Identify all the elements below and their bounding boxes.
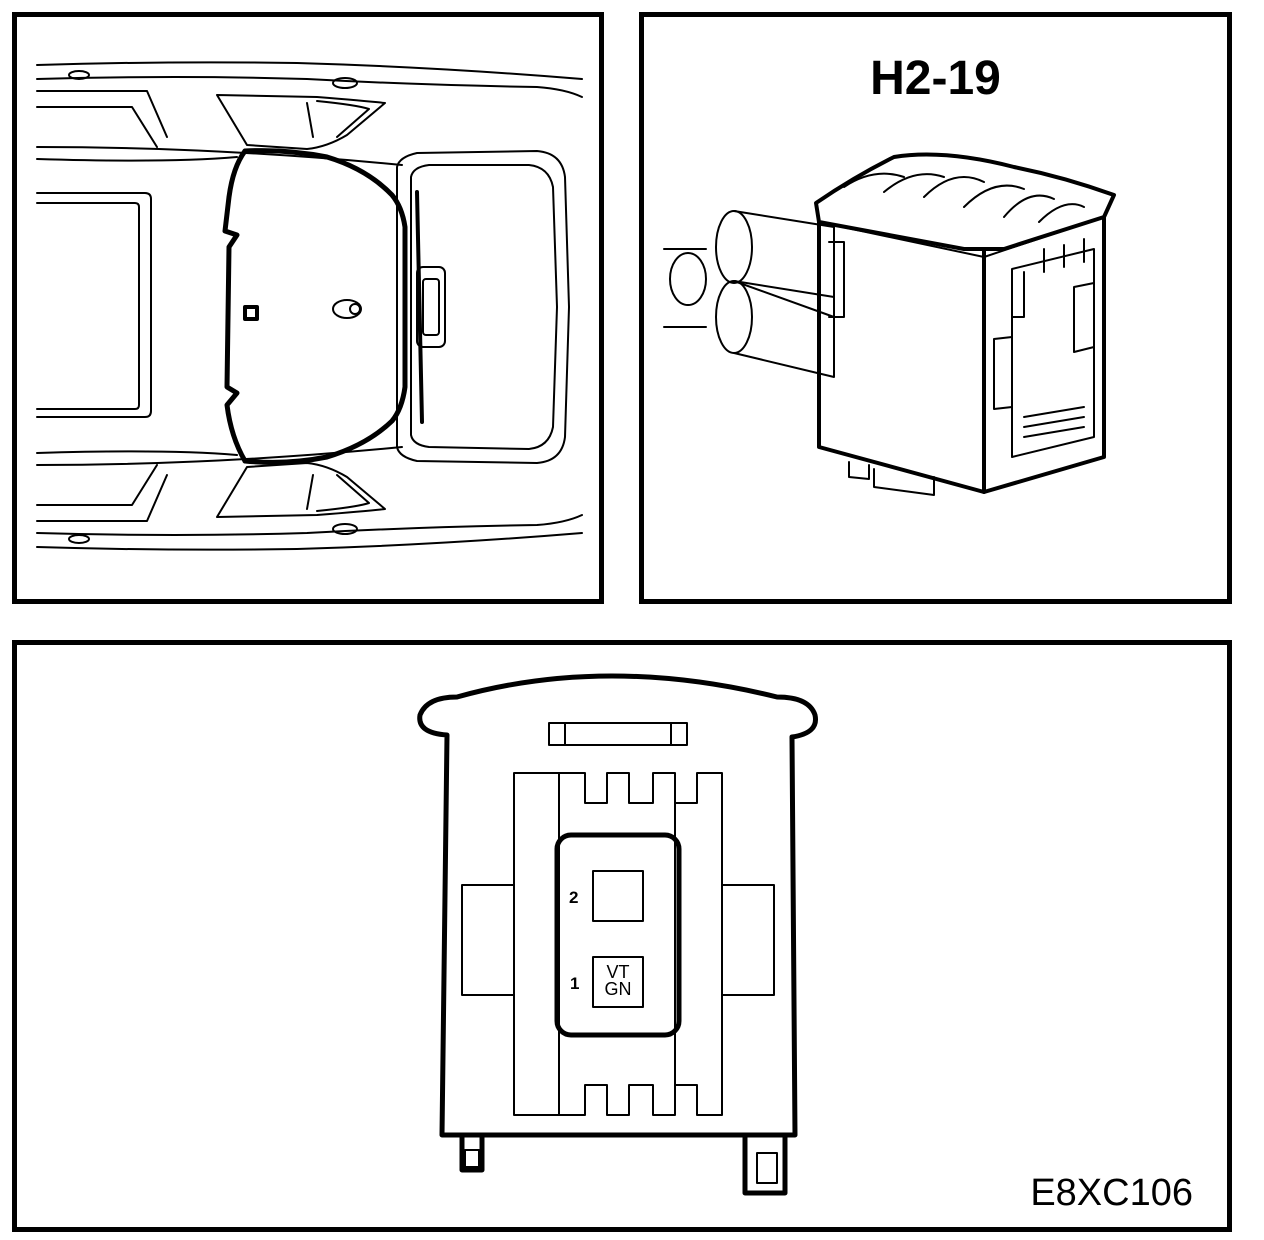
pin-number-2: 2 <box>569 888 579 907</box>
figure-code-label: E8XC106 <box>1030 1172 1193 1214</box>
vehicle-top-view-drawing <box>36 61 583 551</box>
connector-3d-panel: H2-19 <box>639 12 1232 604</box>
connector-3d-drawing <box>663 152 1116 496</box>
pin-number-1: 1 <box>570 974 580 993</box>
pin-1-wire-color: VT GN <box>594 962 642 999</box>
connector-face-panel: 2 1 VT GN E8XC106 <box>12 640 1232 1232</box>
wire-color-line-2: GN <box>604 979 632 999</box>
vehicle-location-panel <box>12 12 604 604</box>
connector-id-label: H2-19 <box>870 52 1001 105</box>
wire-color-line-1: VT <box>606 962 630 982</box>
connector-face-drawing <box>417 673 818 1196</box>
